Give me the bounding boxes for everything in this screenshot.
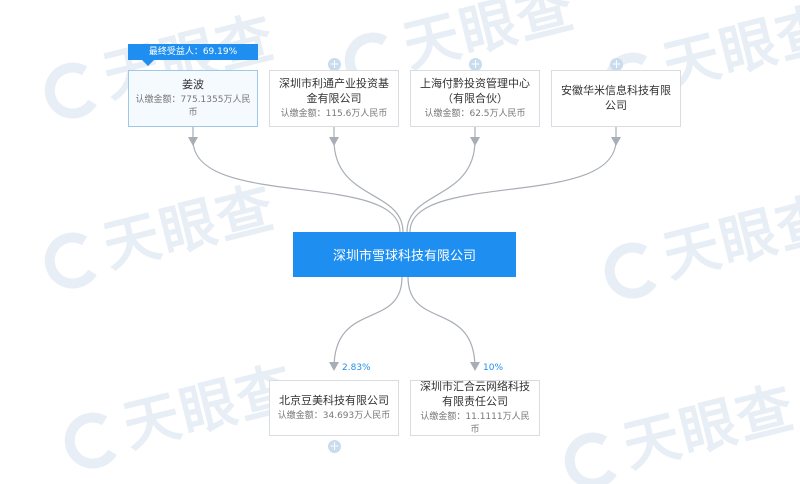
center-company-node[interactable]: 深圳市雪球科技有限公司: [293, 232, 516, 277]
arrow-investor-1: [188, 137, 198, 146]
investor-amount: 认缴金额：62.5万人民币: [424, 109, 526, 119]
link-investor-3: [406, 127, 476, 233]
expand-plus-icon[interactable]: +: [469, 57, 482, 71]
expand-plus-icon[interactable]: +: [328, 57, 341, 71]
investor-name: 上海付黔投资管理中心（有限合伙）: [420, 77, 530, 105]
investor-amount: 认缴金额：775.1355万人民币: [135, 95, 251, 118]
link-sub-2: [407, 276, 476, 369]
subsidiary-name: 北京豆美科技有限公司: [279, 394, 389, 407]
investor-name: 深圳市利通产业投资基金有限公司: [279, 77, 389, 105]
investor-node[interactable]: 姜波 认缴金额：775.1355万人民币: [128, 70, 258, 127]
arrow-investor-3: [470, 137, 480, 146]
share-percentage: 2.83%: [342, 363, 371, 373]
arrow-sub-2: [470, 362, 480, 371]
arrow-sub-1: [329, 362, 339, 371]
subsidiary-node[interactable]: 北京豆美科技有限公司 认缴金额：34.693万人民币: [269, 380, 399, 436]
link-investor-2: [333, 127, 404, 233]
expand-plus-icon[interactable]: +: [610, 57, 623, 71]
link-sub-1: [333, 276, 403, 369]
link-investor-1: [192, 127, 401, 233]
investor-name: 姜波: [182, 78, 204, 91]
investor-name: 安徽华米信息科技有限公司: [561, 83, 671, 112]
subsidiary-node[interactable]: 深圳市汇合云网络科技有限责任公司 认缴金额：11.1111万人民币: [410, 380, 540, 436]
share-percentage: 10%: [483, 363, 504, 373]
investor-amount: 认缴金额：115.6万人民币: [280, 109, 388, 119]
expand-plus-icon[interactable]: +: [328, 439, 341, 453]
subsidiary-name: 深圳市汇合云网络科技有限责任公司: [420, 380, 530, 408]
subsidiary-amount: 认缴金额：11.1111万人民币: [420, 412, 530, 435]
arrow-investor-4: [611, 137, 621, 146]
arrow-investor-2: [329, 137, 339, 146]
investor-node[interactable]: 深圳市利通产业投资基金有限公司 认缴金额：115.6万人民币: [269, 70, 399, 127]
ultimate-beneficiary-badge: 最终受益人：69.19%: [128, 44, 258, 66]
investor-node[interactable]: 上海付黔投资管理中心（有限合伙） 认缴金额：62.5万人民币: [410, 70, 540, 127]
subsidiary-amount: 认缴金额：34.693万人民币: [277, 411, 391, 421]
link-investor-4: [409, 127, 617, 233]
investor-node[interactable]: 安徽华米信息科技有限公司: [551, 70, 681, 127]
